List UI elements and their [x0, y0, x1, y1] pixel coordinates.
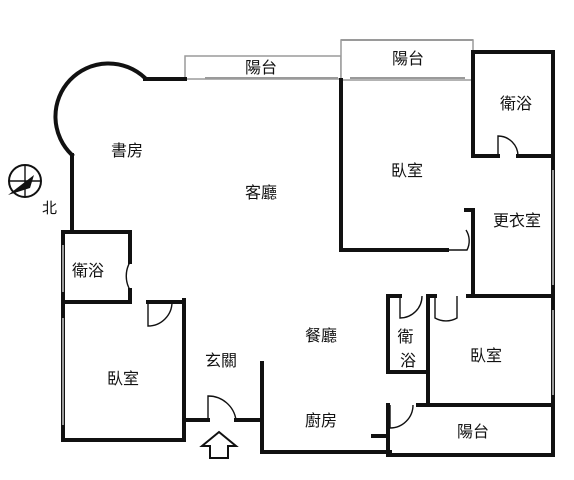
room-label-bedroom-right: 臥室: [470, 346, 502, 365]
room-label-bath-left: 衛浴: [72, 261, 104, 280]
room-label-balcony-top-left: 陽台: [245, 58, 277, 77]
room-label-bedroom-left: 臥室: [107, 369, 139, 388]
wall-windows: [62, 170, 554, 425]
compass-icon: [8, 164, 42, 198]
room-label-kitchen: 廚房: [305, 411, 337, 430]
room-label-balcony-top-right: 陽台: [392, 49, 424, 68]
room-label-bath-top-right: 衛浴: [500, 94, 532, 113]
room-labels: 陽台 陽台 衛浴 書房 客廳 臥室 更衣室 衛浴 餐廳 臥室 玄關 臥室 廚房 …: [72, 49, 541, 441]
room-label-entrance: 玄關: [205, 351, 237, 370]
room-label-dining: 餐廳: [305, 326, 337, 345]
room-label-bath-small: 衛 浴: [397, 327, 418, 370]
compass-north-label: 北: [42, 199, 57, 217]
top-balcony-windows: [184, 39, 474, 81]
walls: [53, 50, 555, 457]
room-label-living: 客廳: [245, 183, 277, 202]
room-label-bedroom-master: 臥室: [391, 161, 423, 180]
room-label-balcony-bottom: 陽台: [457, 422, 489, 441]
room-label-study: 書房: [111, 141, 143, 160]
entrance-arrow-icon: [199, 430, 239, 459]
doors: [125, 135, 519, 429]
room-label-closet: 更衣室: [493, 211, 541, 230]
